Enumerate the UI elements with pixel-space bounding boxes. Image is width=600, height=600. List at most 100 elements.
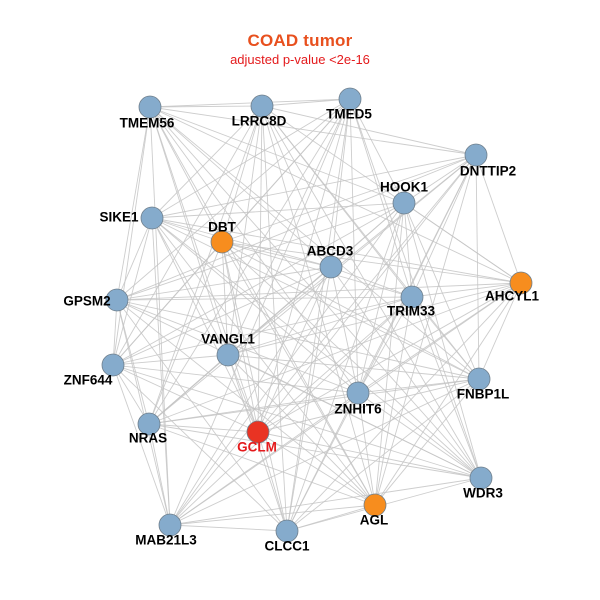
graph-edge [169, 504, 376, 526]
graph-edge [221, 241, 482, 479]
graph-node-trim33 [400, 285, 424, 309]
graph-edge [257, 431, 376, 506]
graph-edge [116, 296, 413, 301]
graph-edge [357, 392, 482, 479]
graph-edge [148, 423, 171, 526]
graph-edge [221, 241, 522, 284]
graph-edge [151, 217, 482, 479]
graph-edge [112, 217, 153, 366]
graph-node-label-lrrc8d: LRRC8D [232, 114, 287, 129]
graph-edge [116, 98, 351, 301]
graph-edge [221, 241, 259, 433]
graph-edge [227, 98, 351, 356]
graph-edge [148, 378, 480, 425]
graph-node-vangl1 [216, 343, 240, 367]
graph-node-lrrc8d [250, 94, 274, 118]
graph-edge [261, 98, 351, 107]
graph-node-label-gclm: GCLM [237, 440, 277, 455]
graph-node-label-fnbp1l: FNBP1L [457, 387, 510, 402]
graph-edge [116, 202, 405, 301]
graph-edge [261, 105, 376, 506]
graph-node-label-clcc1: CLCC1 [264, 539, 309, 554]
graph-edge [149, 98, 351, 108]
graph-node-znf644 [101, 353, 125, 377]
graph-edge [148, 423, 482, 479]
graph-node-label-nras: NRAS [129, 431, 167, 446]
graph-edge [349, 98, 405, 204]
graph-node-label-znhit6: ZNHIT6 [334, 402, 382, 417]
graph-node-label-abcd3: ABCD3 [307, 244, 354, 259]
graph-node-agl [363, 493, 387, 517]
graph-edge [357, 202, 405, 394]
graph-edge [151, 217, 522, 284]
graph-node-label-tmed5: TMED5 [326, 107, 372, 122]
graph-edge [169, 202, 405, 526]
graph-edge [227, 354, 482, 479]
graph-edge [411, 154, 477, 298]
graph-edge [357, 392, 376, 506]
graph-node-mab21l3 [158, 513, 182, 537]
graph-edge [357, 296, 413, 394]
graph-edge [151, 202, 405, 219]
graph-edge [261, 105, 332, 268]
graph-node-hook1 [392, 191, 416, 215]
graph-edge [169, 282, 522, 526]
graph-edge [149, 106, 522, 284]
graph-edge [286, 378, 480, 532]
graph-edge [149, 106, 332, 268]
graph-edge [411, 296, 480, 380]
graph-edge [221, 105, 263, 243]
graph-edge [475, 154, 480, 380]
graph-edge [151, 217, 223, 243]
graph-node-label-ahcyl1: AHCYL1 [485, 289, 539, 304]
graph-edge [227, 354, 480, 380]
graph-edge [116, 299, 359, 394]
graph-node-tmed5 [338, 87, 362, 111]
graph-edge [286, 98, 351, 532]
graph-node-gclm [246, 420, 270, 444]
graph-edge [286, 392, 359, 532]
graph-node-label-vangl1: VANGL1 [201, 332, 255, 347]
graph-edge [116, 282, 522, 301]
graph-edge [149, 106, 171, 526]
graph-edge [411, 296, 482, 479]
graph-node-znhit6 [346, 381, 370, 405]
graph-node-label-dbt: DBT [208, 220, 236, 235]
graph-edge [169, 524, 288, 532]
graph-edge [112, 364, 259, 433]
graph-edge [151, 217, 332, 268]
graph-node-dbt [210, 230, 234, 254]
chart-title: COAD tumor [247, 31, 353, 50]
graph-edge [257, 282, 522, 433]
graph-edge [112, 364, 482, 479]
graph-edge [221, 241, 376, 506]
graph-edge [148, 98, 351, 425]
graph-edge [227, 105, 263, 356]
graph-node-ahcyl1 [509, 271, 533, 295]
graph-edge [286, 282, 522, 532]
graph-edge [478, 282, 522, 380]
graph-edge [349, 98, 413, 298]
graph-edge [148, 282, 522, 425]
graph-edge [151, 217, 259, 433]
graph-edge [403, 154, 477, 204]
graph-edge [403, 202, 480, 380]
graph-edge [330, 266, 413, 298]
graph-edge [112, 364, 288, 532]
graph-edge [261, 105, 480, 380]
graph-edge [151, 98, 351, 219]
graph-node-label-agl: AGL [360, 513, 389, 528]
graph-edge [257, 378, 480, 433]
graph-edge [227, 154, 477, 356]
graph-edge [116, 299, 288, 532]
graph-edge [169, 154, 477, 526]
graph-node-sike1 [140, 206, 164, 230]
graph-edge [116, 266, 332, 301]
graph-edge [374, 296, 413, 506]
graph-node-label-wdr3: WDR3 [463, 486, 503, 501]
graph-node-abcd3 [319, 255, 343, 279]
graph-edge [403, 202, 522, 284]
graph-edge [169, 266, 332, 526]
graph-edge [148, 423, 259, 433]
